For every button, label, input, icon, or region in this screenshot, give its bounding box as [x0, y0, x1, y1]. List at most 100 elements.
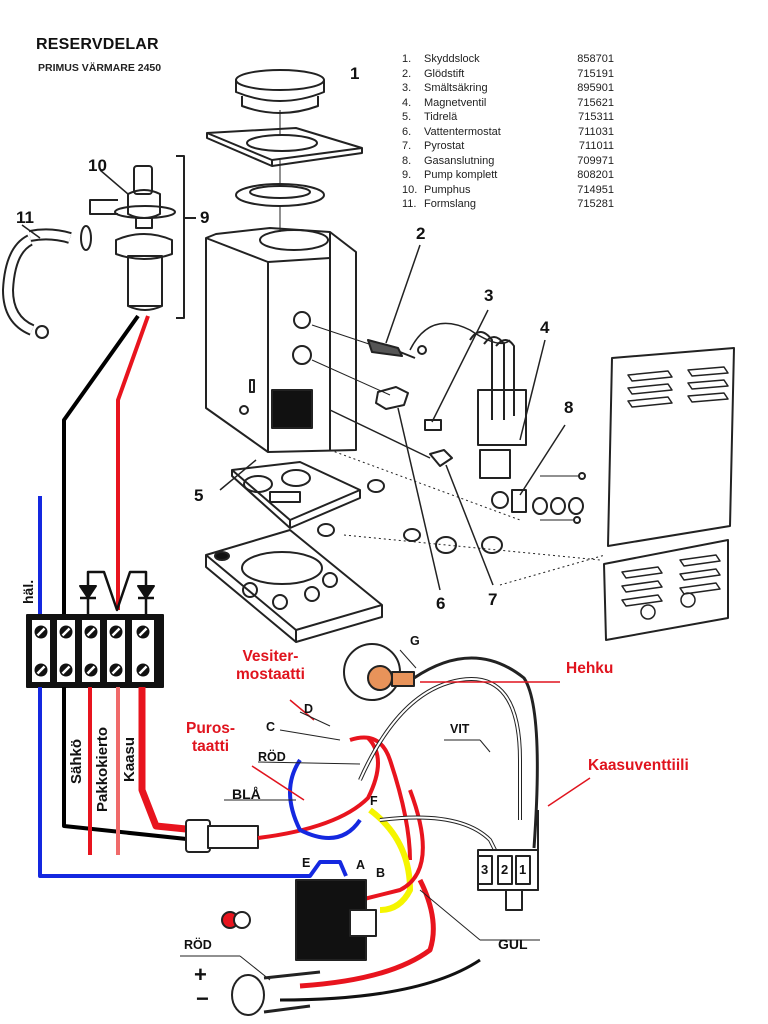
part-code: 711031 — [578, 125, 614, 138]
hal-label: häl. — [20, 579, 36, 604]
thermostats-part — [311, 359, 494, 591]
magnet-valve-part — [469, 331, 546, 479]
parts-list-row: 4. Magnetventil 715621 — [402, 96, 614, 111]
part-name: Formslang — [424, 198, 476, 210]
label-rod-bottom: RÖD — [184, 938, 212, 952]
part-number: 4. — [402, 96, 412, 109]
callout-9: 9 — [200, 208, 210, 227]
fuse-part — [409, 309, 511, 431]
pump-assembly-part — [2, 155, 196, 339]
label-B: B — [376, 866, 386, 880]
callout-11: 11 — [16, 208, 34, 227]
control-wiring — [180, 643, 591, 1016]
part-code: 715191 — [577, 67, 614, 80]
label-E: E — [302, 856, 311, 870]
battery-minus-sign: − — [196, 986, 209, 1011]
terminal-screw-icon — [136, 663, 150, 677]
label-G: G — [410, 634, 420, 648]
cover-panels-part — [603, 347, 735, 641]
callout-3: 3 — [484, 286, 494, 305]
part-name: Glödstift — [424, 67, 465, 80]
part-name: Pumphus — [424, 183, 471, 196]
part-number: 8. — [402, 154, 412, 167]
label-F: F — [370, 794, 378, 808]
part-code: 715281 — [577, 198, 614, 210]
glow-plug-part — [311, 244, 421, 359]
terminal-screw-icon — [59, 663, 73, 677]
callout-6: 6 — [436, 594, 446, 613]
diagram-subtitle: PRIMUS VÄRMARE 2450 — [38, 62, 162, 74]
part-name: Magnetventil — [424, 96, 487, 109]
parts-list-row: 8. Gasanslutning 709971 — [402, 154, 614, 169]
protective-lid-part — [235, 69, 325, 135]
parts-list-row: 7. Pyrostat 711011 — [402, 139, 614, 154]
battery-plus-sign: + — [194, 962, 207, 987]
terminal-screw-icon — [136, 625, 150, 639]
part-code: 714951 — [577, 183, 614, 196]
time-relay-part — [205, 449, 606, 643]
part-name: Tidrelä — [424, 111, 458, 123]
part-code: 895901 — [577, 82, 614, 94]
parts-list-row: 3. Smältsäkring 895901 — [402, 81, 614, 96]
part-code: 711011 — [578, 140, 614, 152]
parts-list-row: 1. Skyddslock 858701 — [402, 52, 614, 67]
parts-list-row: 6. Vattentermostat 711031 — [402, 125, 614, 140]
harness-connector — [185, 819, 259, 853]
part-name: Gasanslutning — [424, 154, 495, 167]
valve-terminal-1: 1 — [519, 862, 527, 877]
part-name: Skyddslock — [424, 53, 480, 65]
part-code: 858701 — [577, 53, 614, 65]
label-D: D — [304, 702, 314, 716]
part-number: 1. — [402, 53, 412, 65]
part-code: 715621 — [577, 96, 614, 109]
annotation-vesitermostaatti: Vesiter- mostaatti — [236, 648, 305, 683]
gas-connection-part — [491, 424, 586, 524]
callout-4: 4 — [540, 318, 550, 337]
valve-terminal-3: 3 — [481, 862, 489, 877]
callout-10: 10 — [88, 156, 107, 175]
harness-wires — [38, 687, 348, 878]
terminal-screw-icon — [84, 663, 98, 677]
callout-2: 2 — [416, 224, 426, 243]
label-A: A — [356, 858, 366, 872]
terminal-screw-icon — [84, 625, 98, 639]
heater-body-part — [205, 227, 357, 453]
part-code: 715311 — [578, 111, 614, 123]
label-rod-top: RÖD — [258, 750, 286, 764]
label-vit: VIT — [450, 722, 470, 736]
terminal-screw-icon — [34, 663, 48, 677]
part-number: 6. — [402, 125, 412, 138]
callout-8: 8 — [564, 398, 574, 417]
part-name: Vattentermostat — [424, 125, 501, 138]
annotation-hehku: Hehku — [566, 660, 614, 677]
mounting-plate-part — [206, 127, 363, 185]
part-code: 808201 — [577, 169, 614, 181]
part-number: 11. — [402, 198, 417, 210]
ring-gasket-part — [235, 183, 325, 232]
annotation-purostaatti: Puros- taatti — [186, 720, 236, 755]
part-code: 709971 — [577, 154, 614, 167]
part-number: 9. — [402, 169, 412, 181]
wire-label-kaasu: Kaasu — [121, 736, 138, 782]
callout-7: 7 — [488, 590, 498, 609]
part-number: 7. — [402, 140, 412, 152]
label-bla: BLÅ — [232, 786, 261, 802]
annotation-kaasuventtiili: Kaasuventtiili — [588, 757, 689, 774]
wire-label-pakkokierto: Pakkokierto — [94, 726, 111, 812]
callout-1: 1 — [350, 64, 360, 83]
callout-5: 5 — [194, 486, 204, 505]
pump-wires — [38, 314, 150, 618]
parts-list-row: 9. Pump komplett 808201 — [402, 168, 614, 183]
part-name: Pump komplett — [424, 169, 498, 181]
part-name: Smältsäkring — [424, 82, 488, 94]
diagram-title: RESERVDELAR — [36, 36, 159, 53]
terminal-screw-icon — [34, 625, 48, 639]
part-name: Pyrostat — [424, 140, 465, 152]
wire-label-sahko: Sähkö — [68, 738, 85, 784]
terminal-screw-icon — [109, 625, 123, 639]
part-number: 3. — [402, 82, 412, 94]
